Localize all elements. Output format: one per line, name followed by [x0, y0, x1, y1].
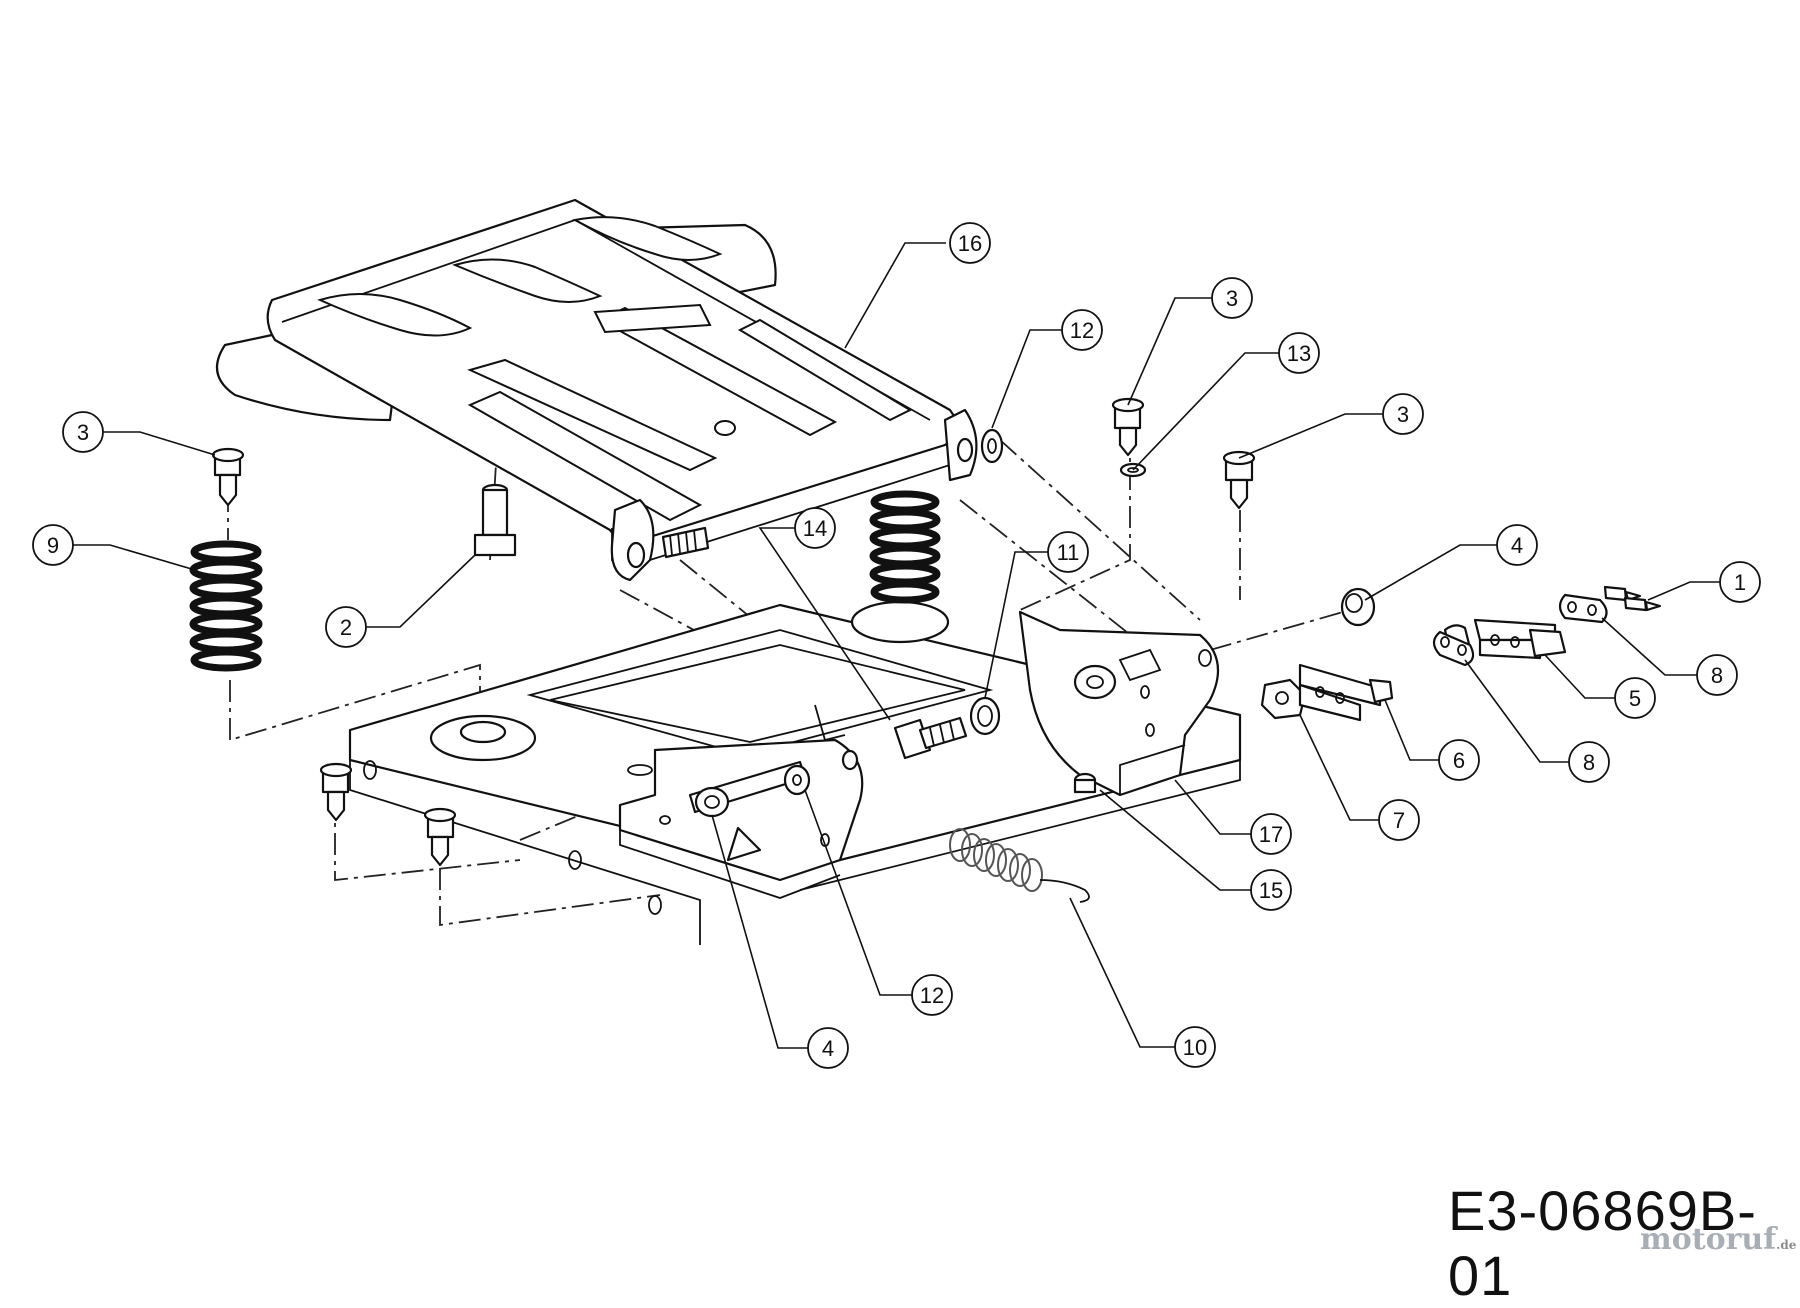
washer-top: [980, 428, 1004, 464]
callout-label: 5: [1629, 686, 1641, 711]
callout-16: 16: [949, 222, 991, 264]
clip: [1473, 618, 1567, 660]
callout-label: 14: [803, 516, 827, 541]
callout-8-mid: 8: [1568, 741, 1610, 783]
base-frame: [348, 600, 1242, 945]
callout-5: 5: [1614, 677, 1656, 719]
callout-label: 17: [1259, 822, 1283, 847]
callout-4-lower: 4: [807, 1027, 849, 1069]
pivot-pin: [473, 483, 517, 557]
callout-label: 12: [920, 983, 944, 1008]
bolt-center: [1111, 397, 1145, 457]
watermark-brand: motoruf: [1640, 1222, 1777, 1257]
callout-13: 13: [1278, 332, 1320, 374]
bracket-large: [1018, 610, 1220, 797]
bolt-lower: [893, 716, 968, 760]
spring-center: [869, 490, 941, 604]
tension-spring: [949, 828, 1090, 903]
watermark-tld: .de: [1776, 1238, 1797, 1252]
callout-label: 4: [1511, 533, 1523, 558]
bolt-right: [1222, 450, 1256, 510]
bolt-frame-b: [423, 807, 457, 867]
callout-15: 15: [1250, 869, 1292, 911]
callout-label: 8: [1583, 750, 1595, 775]
callout-label: 1: [1734, 570, 1746, 595]
callout-17: 17: [1250, 813, 1292, 855]
callout-label: 11: [1057, 540, 1080, 565]
callout-9: 9: [32, 524, 74, 566]
callout-3-center: 3: [1211, 277, 1253, 319]
callout-12-top: 12: [1061, 309, 1103, 351]
bolt-left: [211, 447, 245, 507]
ring: [969, 696, 1001, 736]
callout-label: 8: [1711, 663, 1723, 688]
callout-3-left: 3: [62, 411, 104, 453]
callout-label: 3: [77, 420, 89, 445]
callout-label: 9: [47, 533, 59, 558]
exploded-parts-diagram: 16 3 9 2 14 12 3 13 3 11 4 1 8 5 8 6 7 1…: [32, 198, 1761, 1069]
callout-label: 15: [1259, 878, 1283, 903]
rivet: [1603, 585, 1662, 612]
callout-7: 7: [1378, 799, 1420, 841]
callout-3-right: 3: [1382, 393, 1424, 435]
callout-label: 12: [1070, 318, 1094, 343]
callout-1: 1: [1719, 561, 1761, 603]
callout-8-right: 8: [1696, 654, 1738, 696]
callout-14: 14: [794, 507, 836, 549]
bushing-right: [1340, 587, 1376, 627]
callout-label: 3: [1226, 286, 1238, 311]
callout-2: 2: [325, 606, 367, 648]
callout-label: 2: [340, 615, 352, 640]
bolt-bracket: [1073, 772, 1097, 794]
washer-lower: [783, 764, 811, 796]
callout-label: 13: [1287, 341, 1311, 366]
callout-label: 16: [958, 231, 982, 256]
switch: [1260, 678, 1307, 720]
bolt-frame-a: [319, 762, 353, 822]
spring-left: [189, 540, 263, 672]
callout-label: 10: [1183, 1035, 1207, 1060]
watermark-logo: motoruf.de: [1640, 1222, 1796, 1257]
bushing-lower: [694, 786, 730, 818]
callout-label: 4: [822, 1036, 834, 1061]
hinge-bolt: [661, 526, 710, 559]
callout-label: 6: [1453, 748, 1465, 773]
leader-lines: [73, 242, 1720, 1049]
plate-right: [1558, 593, 1608, 624]
callout-label: 3: [1397, 402, 1409, 427]
callout-10: 10: [1174, 1026, 1216, 1068]
callout-4-right: 4: [1496, 524, 1538, 566]
seat-plate: [215, 198, 978, 582]
callout-11: 11: [1047, 531, 1089, 573]
callout-label: 7: [1393, 808, 1405, 833]
callout-6: 6: [1438, 739, 1480, 781]
bracket-small: [1298, 663, 1394, 722]
callout-12-lower: 12: [911, 974, 953, 1016]
pivot-bracket-left: [618, 738, 864, 899]
plate-mid: [1432, 624, 1475, 667]
